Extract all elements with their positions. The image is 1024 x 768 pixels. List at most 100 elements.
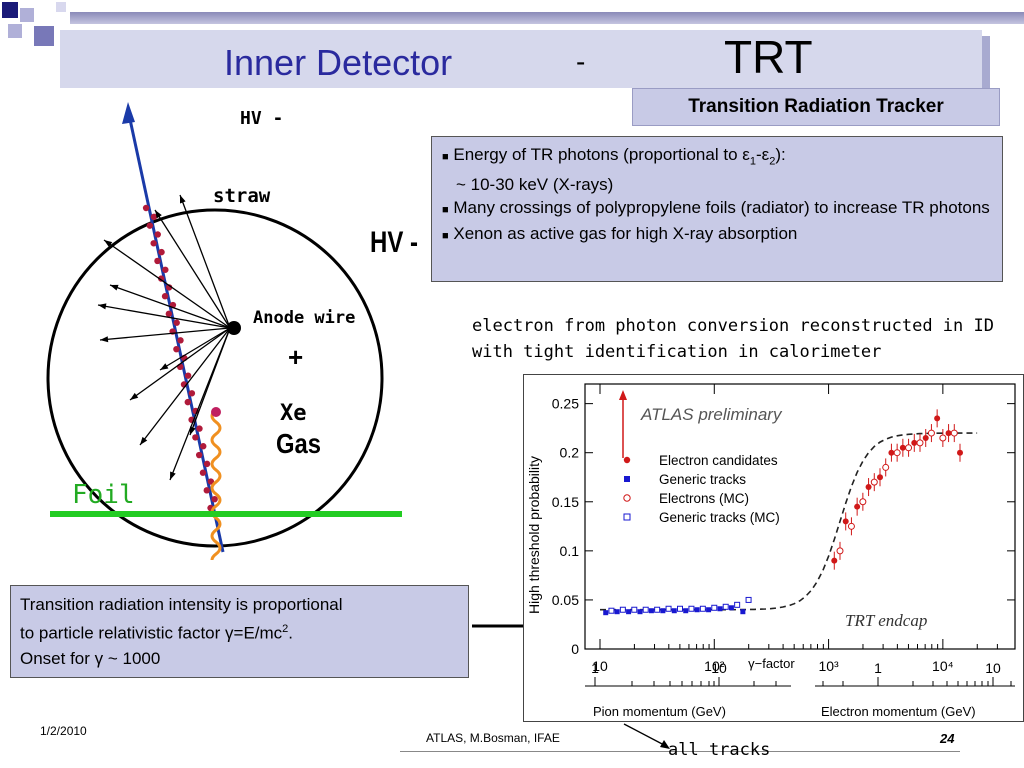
data-point — [734, 601, 741, 608]
foil-line — [50, 511, 402, 517]
bullet-energy-range: ~ 10-30 keV (X-rays) — [456, 175, 614, 195]
field-arrow — [159, 327, 231, 371]
field-arrow — [189, 327, 231, 436]
y-tick-label: 0.15 — [552, 494, 579, 510]
ionization-dot — [211, 495, 218, 503]
field-arrow — [99, 327, 231, 341]
title-right: TRT — [724, 31, 813, 83]
ionization-dot — [195, 451, 203, 459]
anode-wire-dot — [227, 321, 241, 335]
bullet-marker: ■ — [442, 151, 449, 163]
pion-xlabel: Pion momentum (GeV) — [593, 704, 726, 719]
ionization-dot — [162, 266, 169, 273]
annotation-arrowhead — [619, 390, 627, 400]
data-point — [619, 606, 626, 613]
ionization-dot — [184, 398, 191, 406]
ionization-dot — [173, 319, 180, 326]
ionization-dot — [203, 460, 211, 468]
ionization-dot — [158, 248, 165, 256]
data-point — [642, 606, 649, 613]
field-arrowhead — [104, 240, 113, 248]
data-point — [706, 607, 712, 613]
field-arrows — [97, 194, 231, 481]
plot-frame — [584, 383, 1016, 650]
field-arrowhead — [180, 195, 186, 204]
ht-probability-chart: High threshold probability 00.050.10.150… — [523, 374, 1024, 722]
data-point — [859, 498, 867, 506]
field-arrowhead — [130, 392, 139, 400]
annotation-atlas: ATLAS preliminary — [640, 405, 783, 424]
title-bar — [60, 30, 982, 88]
data-point — [939, 434, 947, 442]
data-point — [905, 444, 913, 452]
ionization-dot — [200, 443, 207, 450]
ionization-dot — [150, 213, 158, 221]
straw-diagram — [46, 102, 384, 560]
bullet-foils: ■ Many crossings of polypropylene foils … — [442, 198, 990, 218]
data-point — [888, 449, 895, 456]
ionization-dot — [173, 345, 180, 353]
data-point — [671, 608, 677, 614]
footer-date: 1/2/2010 — [40, 724, 87, 738]
subtitle-box: Transition Radiation Tracker — [632, 88, 1000, 126]
field-arrow — [109, 284, 231, 329]
x-tick-label: 10³ — [818, 658, 839, 674]
data-point — [740, 609, 746, 615]
x-axis-label: γ−factor — [748, 656, 795, 671]
ionization-dot — [150, 240, 157, 247]
bullet-box: ■ Energy of TR photons (proportional to … — [431, 136, 1003, 282]
data-point — [683, 608, 689, 614]
straw-tube — [46, 208, 384, 548]
intensity-line-2: to particle relativistic factor γ=E/mc2. — [20, 623, 294, 643]
bullet-marker: ■ — [442, 230, 449, 243]
data-point — [847, 522, 855, 530]
title-bar-shadow — [982, 36, 990, 92]
data-point — [626, 609, 632, 615]
data-point — [665, 605, 672, 612]
data-point — [882, 463, 890, 471]
x-tick-label: 10² — [704, 658, 725, 674]
straw-label: straw — [213, 185, 271, 207]
legend-marker — [623, 513, 631, 521]
data-point — [603, 610, 609, 616]
footer-page-number: 24 — [940, 731, 955, 746]
ionization-dot — [188, 390, 196, 397]
data-point — [831, 557, 838, 564]
data-point — [699, 605, 706, 612]
track-arrowhead — [122, 102, 135, 124]
field-arrowhead — [100, 336, 109, 343]
tr-photon-wave — [210, 408, 222, 560]
conversion-text: electron from photon conversion reconstr… — [472, 316, 994, 362]
field-arrowhead — [140, 436, 148, 445]
bullet-xenon: ■ Xenon as active gas for high X-ray abs… — [442, 224, 798, 244]
chart-ylabel: High threshold probability — [526, 456, 542, 614]
corner-decoration — [0, 0, 70, 50]
data-point — [637, 609, 643, 615]
field-arrow — [139, 327, 231, 446]
field-arrow — [154, 209, 231, 329]
field-arrowhead — [160, 363, 169, 370]
data-point — [836, 547, 844, 555]
field-arrowhead — [189, 426, 196, 435]
top-rule — [70, 12, 1024, 24]
data-point — [688, 605, 695, 612]
footer-author: ATLAS, M.Bosman, IFAE — [426, 731, 560, 745]
data-point — [694, 607, 700, 613]
data-point — [957, 449, 963, 456]
gas-label: Gas — [276, 428, 321, 459]
data-point — [950, 429, 958, 437]
footer-rule — [400, 751, 960, 752]
field-arrowhead — [155, 210, 162, 219]
data-point — [722, 603, 729, 610]
photon-absorption-dot — [211, 407, 221, 417]
ionization-dot — [196, 425, 203, 432]
bullet-marker: ■ — [442, 204, 449, 217]
pion-tick-label: 10 — [711, 660, 727, 676]
ionization-dot — [207, 478, 215, 485]
data-point — [711, 604, 718, 611]
intensity-line-1: Transition radiation intensity is propor… — [20, 595, 343, 614]
electron-xlabel: Electron momentum (GeV) — [821, 704, 976, 719]
annotation-trt: TRT endcap — [845, 611, 927, 630]
y-tick-label: 0.1 — [560, 543, 580, 559]
